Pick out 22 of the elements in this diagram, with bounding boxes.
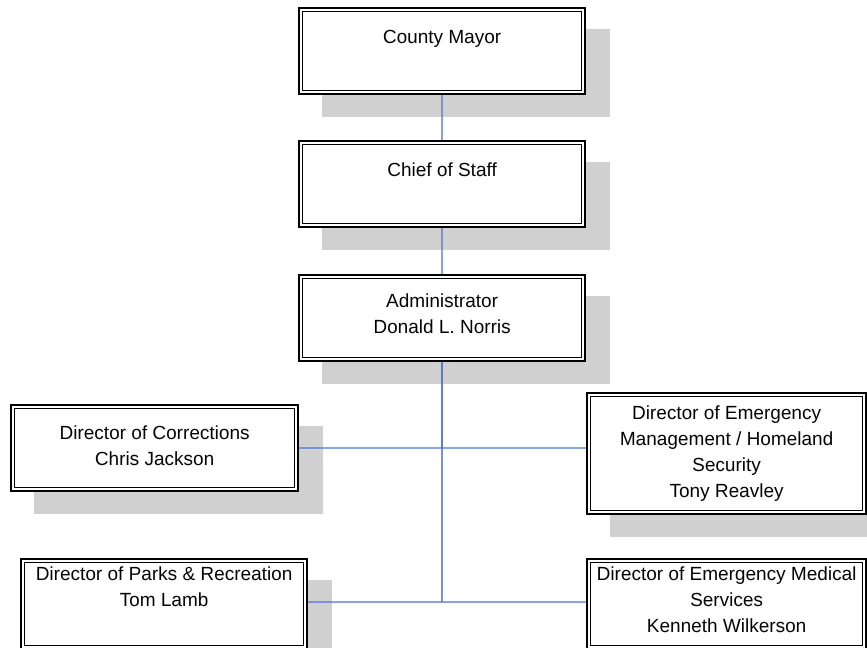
position-title: Administrator <box>386 290 498 314</box>
org-box <box>298 7 586 95</box>
person-name: Chris Jackson <box>94 448 214 472</box>
person-name: Donald L. Norris <box>373 316 511 340</box>
person-name: Tom Lamb <box>120 589 208 613</box>
connector-line <box>441 362 586 603</box>
position-title: Director of Parks & Recreation <box>36 563 292 587</box>
org-box <box>298 140 586 228</box>
org-box <box>20 558 308 648</box>
position-title: Director of Corrections <box>59 422 250 446</box>
person-name: Tony Reavley <box>669 480 784 504</box>
position-title: Director of Emergency Medical Services <box>596 563 858 613</box>
connector-line <box>441 228 443 274</box>
position-title: County Mayor <box>382 26 502 50</box>
connector-line <box>441 95 443 140</box>
org-box <box>298 274 586 362</box>
position-title: Chief of Staff <box>387 159 497 183</box>
org-box <box>586 558 867 648</box>
org-box <box>586 392 867 515</box>
position-title: Director of Emergency Management / Homeland Security <box>618 402 834 478</box>
org-box <box>10 404 299 492</box>
person-name: Kenneth Wilkerson <box>646 615 806 639</box>
